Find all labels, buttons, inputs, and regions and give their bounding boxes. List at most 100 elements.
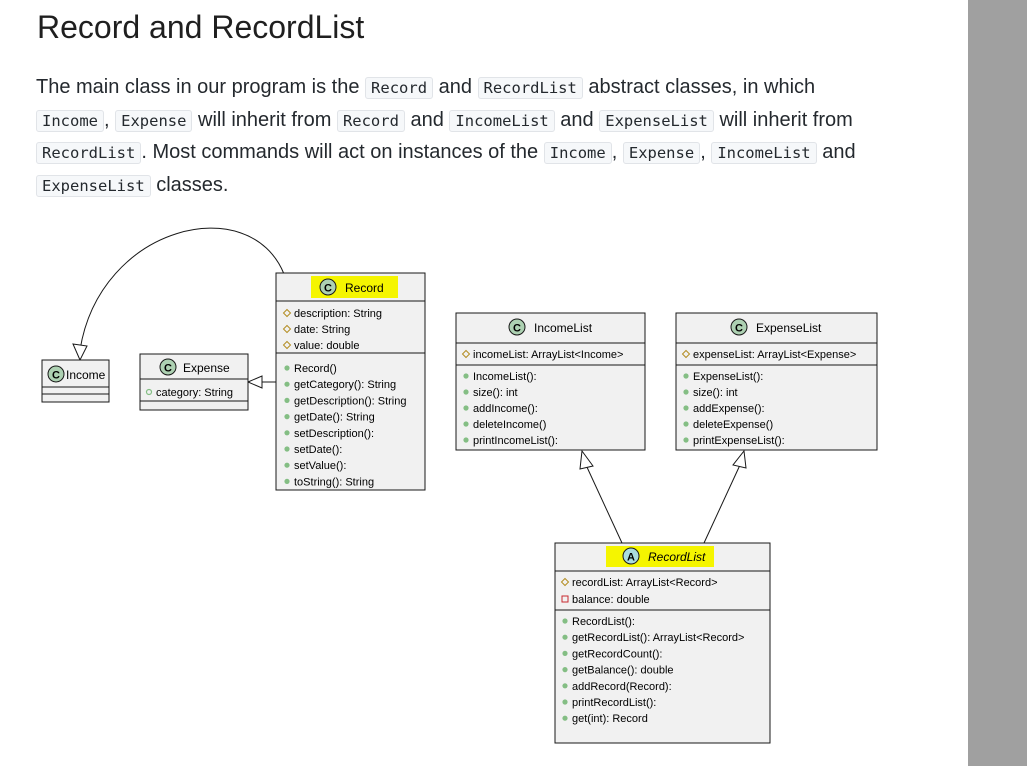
class-name: Record [345,281,384,295]
scrollbar[interactable] [968,0,1027,766]
inline-code: Record [365,77,434,99]
public-visibility-icon [463,405,469,411]
public-visibility-icon [683,405,689,411]
public-visibility-icon [463,373,469,379]
public-visibility-icon [562,618,568,624]
method: size(): int [693,387,738,399]
inline-code: Record [336,109,405,132]
method: toString(): String [294,476,374,488]
public-visibility-icon [562,683,568,689]
method: addRecord(Record): [572,681,672,693]
paragraph-text: . Most commands will act on instances of… [141,141,544,163]
inline-code: Income [36,109,104,132]
method: size(): int [473,387,518,399]
public-visibility-icon [284,462,290,468]
public-visibility-icon [284,446,290,452]
method: getDescription(): String [294,395,407,407]
public-visibility-icon [284,430,290,436]
protected-visibility-icon [560,577,570,587]
public-visibility-icon [683,373,689,379]
paragraph-text: The main class in our program is the [36,76,366,98]
paragraph-text: and [816,141,856,163]
class-name: ExpenseList [756,321,822,335]
public-visibility-icon [562,715,568,721]
stereotype-letter: C [52,370,60,382]
package-visibility-icon [145,388,153,396]
inline-code: Income [543,142,612,164]
public-visibility-icon [562,634,568,640]
intro-paragraph: The main class in our program is the Rec… [36,72,886,202]
incomelist-extends-recordlist-line [585,464,623,544]
class-stereotype-icon [730,318,748,336]
public-visibility-icon [562,699,568,705]
document-page: Record and RecordList The main class in … [36,9,886,744]
class-name: IncomeList [534,321,593,335]
class-record: C Record description: String date: String… [275,272,426,491]
inline-code: IncomeList [449,109,555,132]
public-visibility-icon [463,421,469,427]
relationships [72,227,747,544]
attribute: category: String [156,387,233,399]
paragraph-text: will inherit from [192,108,337,131]
public-visibility-icon [683,389,689,395]
class-name: RecordList [648,550,706,564]
paragraph-text: , [611,141,623,163]
class-expense: C Expense category: String [139,353,249,411]
method: IncomeList(): [473,371,537,383]
public-visibility-icon [284,397,290,403]
expense-arrowhead [246,375,263,389]
stereotype-letter: C [513,323,521,335]
paragraph-text: abstract classes, in which [582,76,816,98]
attribute: incomeList: ArrayList<Income> [473,349,623,361]
paragraph-text: will inherit from [713,108,853,131]
paragraph-text: and [433,76,478,98]
method: deleteExpense() [693,419,773,431]
stereotype-letter: C [324,283,332,295]
inline-code: ExpenseList [599,109,714,132]
method: printIncomeList(): [473,435,558,447]
method: printRecordList(): [572,697,656,709]
method: getDate(): String [294,412,375,424]
page-title: Record and RecordList [37,9,365,45]
uml-class-diagram: C Income C Expense category: String C Re… [41,227,878,744]
inline-code: IncomeList [711,142,817,164]
paragraph-text: , [104,108,116,131]
inline-code: Expense [115,109,193,132]
paragraph-text: and [404,108,450,131]
paragraph-text: and [554,108,600,131]
class-stereotype-icon [319,278,337,296]
inline-code: RecordList [477,77,583,99]
class-recordlist: A RecordList recordList: ArrayList<Recor… [554,542,771,744]
stereotype-letter: A [627,552,635,564]
class-expenselist: C ExpenseList expenseList: ArrayList<Exp… [675,312,878,451]
method: addIncome(): [473,403,538,415]
public-visibility-icon [463,437,469,443]
class-name: Income [66,368,106,382]
class-name: Expense [183,361,230,375]
public-visibility-icon [463,389,469,395]
paragraph-text: classes. [150,173,229,196]
method: getRecordList(): ArrayList<Record> [572,632,744,644]
public-visibility-icon [284,414,290,420]
attribute: date: String [294,324,350,336]
abstract-stereotype-icon [622,547,640,565]
attribute: description: String [294,308,382,320]
protected-visibility-icon [282,340,292,350]
class-stereotype-icon [508,318,526,336]
private-visibility-icon [561,595,569,603]
method: setDate(): [294,444,342,456]
public-visibility-icon [562,667,568,673]
paragraph-text: , [700,141,712,163]
inline-code: Expense [622,142,701,164]
inline-code: RecordList [36,142,142,164]
stereotype-letter: C [164,363,172,375]
public-visibility-icon [284,365,290,371]
public-visibility-icon [683,437,689,443]
protected-visibility-icon [681,349,691,359]
public-visibility-icon [683,421,689,427]
protected-visibility-icon [282,324,292,334]
expenselist-arrowhead [732,449,747,469]
method: deleteIncome() [473,419,546,431]
attribute: expenseList: ArrayList<Expense> [693,349,856,361]
income-extends-record-arrow [79,227,285,351]
